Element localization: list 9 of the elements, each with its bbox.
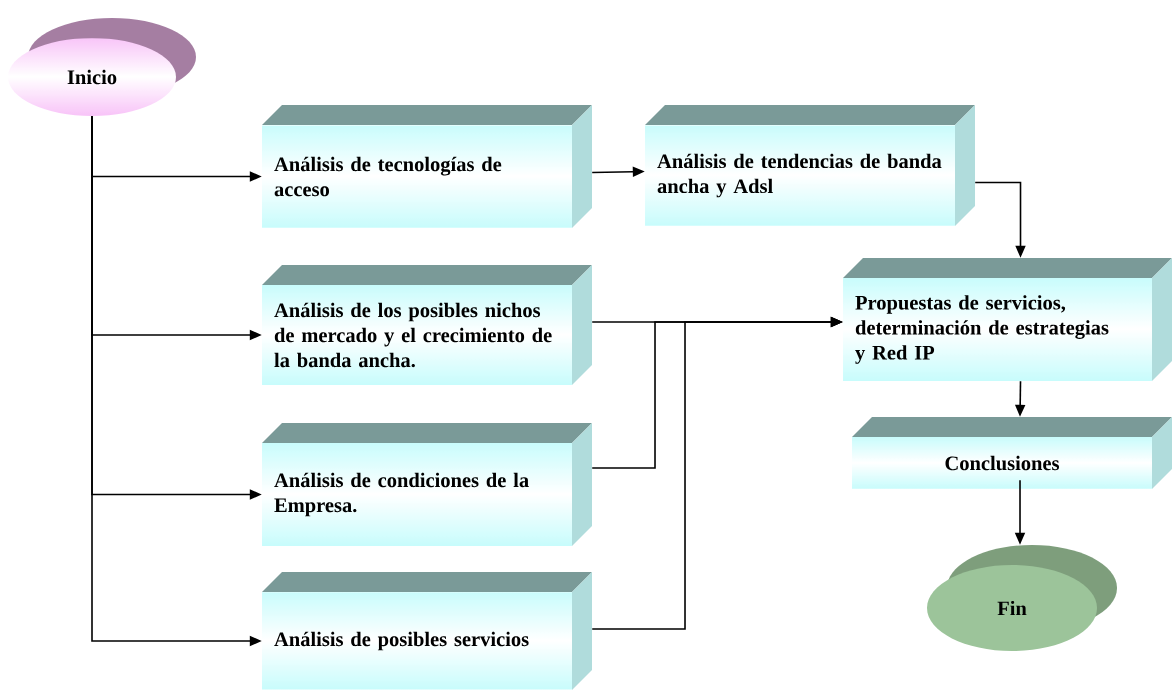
process-box: Análisis de tendencias de banda ancha y Adsl — [645, 105, 975, 226]
process-box: Análisis de posibles servicios — [262, 572, 592, 690]
process-box: Análisis de los posibles nichos de mercado y el crecimiento de la banda ancha. — [262, 265, 592, 385]
process-box: Conclusiones — [852, 417, 1172, 489]
terminal-oval: Inicio — [8, 18, 196, 116]
process-box: Análisis de tecnologías de acceso — [262, 105, 592, 228]
process-box: Análisis de condiciones de la Empresa. — [262, 423, 592, 546]
terminal-oval: Fin — [927, 545, 1117, 651]
process-box: Propuestas de servicios, determinación de estrategias y Red IP — [843, 258, 1172, 381]
